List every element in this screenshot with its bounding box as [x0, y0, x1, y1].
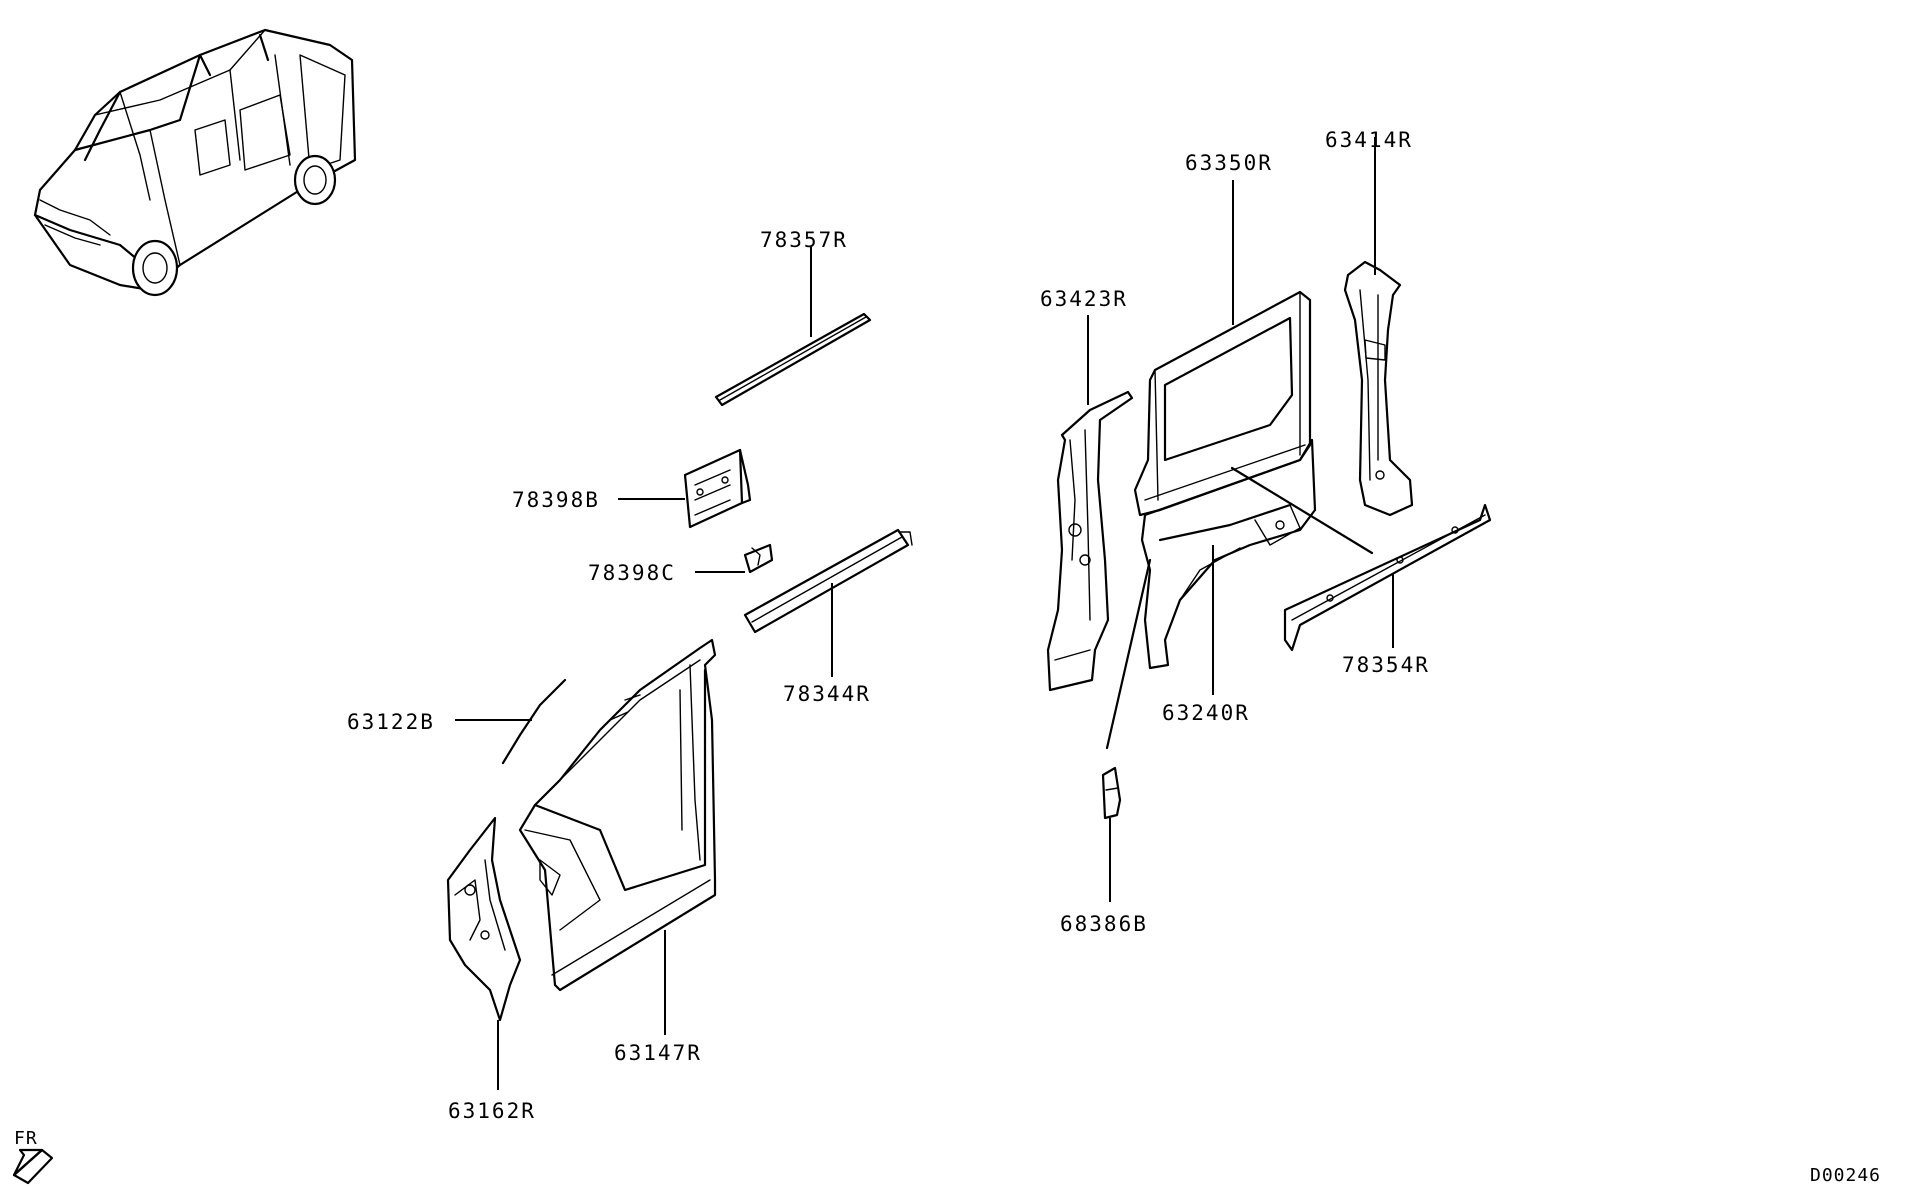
part-63162R: [446, 816, 522, 1022]
part-63122B: [501, 678, 567, 765]
label-68386B: 68386B: [1060, 912, 1148, 936]
label-78344R: 78344R: [783, 682, 871, 706]
label-63162R: 63162R: [448, 1099, 536, 1123]
label-78398C: 78398C: [588, 561, 676, 585]
part-78357R: [714, 312, 872, 407]
part-78398B: [683, 448, 752, 529]
label-63423R: 63423R: [1040, 287, 1128, 311]
label-78357R: 78357R: [760, 228, 848, 252]
part-68386B: [1101, 766, 1122, 820]
label-63350R: 63350R: [1185, 151, 1273, 175]
label-63147R: 63147R: [614, 1041, 702, 1065]
part-63414R: [1343, 260, 1414, 517]
orientation-label: FR: [14, 1128, 38, 1149]
part-63350R: [1133, 290, 1312, 517]
van-overview-icon: [33, 28, 357, 297]
diagram-code: D00246: [1810, 1165, 1881, 1186]
part-78354R: [1283, 503, 1492, 652]
part-63423R: [1046, 390, 1134, 692]
part-78344R: [743, 528, 913, 634]
label-63122B: 63122B: [347, 710, 435, 734]
front-arrow-icon: [12, 1148, 54, 1185]
part-rod: [1230, 466, 1374, 555]
label-63414R: 63414R: [1325, 128, 1413, 152]
label-63240R: 63240R: [1162, 701, 1250, 725]
part-68386B-rod: [1105, 558, 1152, 750]
part-63147R: [518, 638, 717, 992]
label-78398B: 78398B: [512, 488, 600, 512]
part-63240R: [1140, 438, 1317, 670]
part-78398C: [743, 543, 774, 574]
label-78354R: 78354R: [1342, 653, 1430, 677]
